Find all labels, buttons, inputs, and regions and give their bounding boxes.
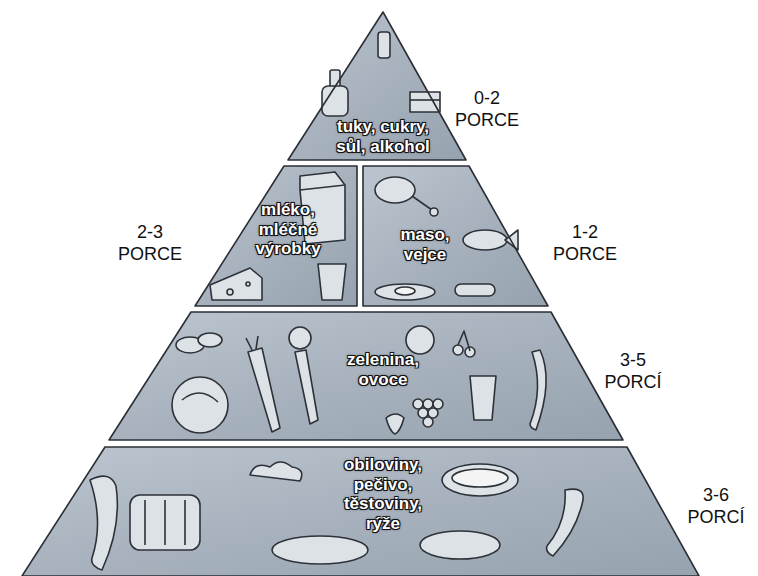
band-outline [363,166,548,306]
portion-count: 0-2 PORCE [450,88,524,131]
portion-count: 3-6 PORCÍ [679,485,753,528]
food-group-name: tuky, cukry, sůl, alkohol [326,117,440,156]
band-border [195,166,357,306]
portion-count: 2-3 PORCE [113,222,187,265]
pyramid-band: mléko, mléčné výrobky [195,166,357,306]
food-group-name: maso, vejce [394,225,456,264]
food-sketches [90,32,583,570]
pyramid-band: obiloviny, pečivo, těstoviny, rýže [22,447,699,576]
band-border [363,166,548,306]
pyramid-band: zelenina, ovoce [109,312,623,440]
food-group-name: zelenina, ovoce [337,350,429,389]
band-fills [22,12,699,576]
portion-count: 3-5 PORCÍ [596,350,670,393]
portion-count: 1-2 PORCE [548,222,622,265]
pyramid-band: maso, vejce [363,166,548,306]
pyramid-band: tuky, cukry, sůl, alkohol [288,12,466,160]
food-group-name: obiloviny, pečivo, těstoviny, rýže [331,455,435,533]
band-border [22,447,699,576]
food-group-name: mléko, mléčné výrobky [247,200,329,259]
band-border [109,312,623,440]
band-border [288,12,466,160]
